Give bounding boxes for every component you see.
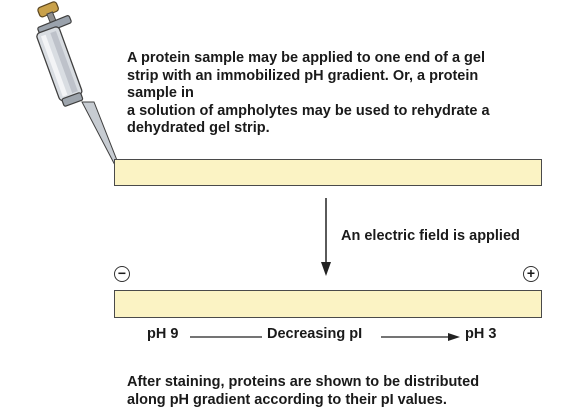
gel-strip-focused [114,290,542,318]
bottom-caption: After staining, proteins are shown to be… [127,374,547,409]
down-arrow [321,198,331,276]
positive-electrode-icon: + [523,266,539,282]
top-caption: A protein sample may be applied to one e… [127,50,547,138]
caption-line: dehydrated gel strip. [127,120,270,136]
caption-line: along pH gradient according to their pI … [127,391,447,408]
caption-line: a solution of ampholytes may be used to … [127,102,490,119]
caption-line: A protein sample may be applied to one e… [127,50,485,66]
gel-strip-initial [114,159,542,186]
electric-field-label: An electric field is applied [341,228,520,244]
gradient-arrow [190,333,460,341]
caption-line: sample in [127,85,194,101]
caption-line: After staining, proteins are shown to be… [127,374,480,390]
ph-low-label: pH 3 [465,326,497,342]
caption-line: strip with an immobilized pH gradient. O… [127,67,479,84]
negative-electrode-icon: − [114,266,130,282]
pipette-icon [36,1,121,170]
decreasing-pi-label: Decreasing pI [267,326,363,342]
ph-high-label: pH 9 [147,326,179,342]
